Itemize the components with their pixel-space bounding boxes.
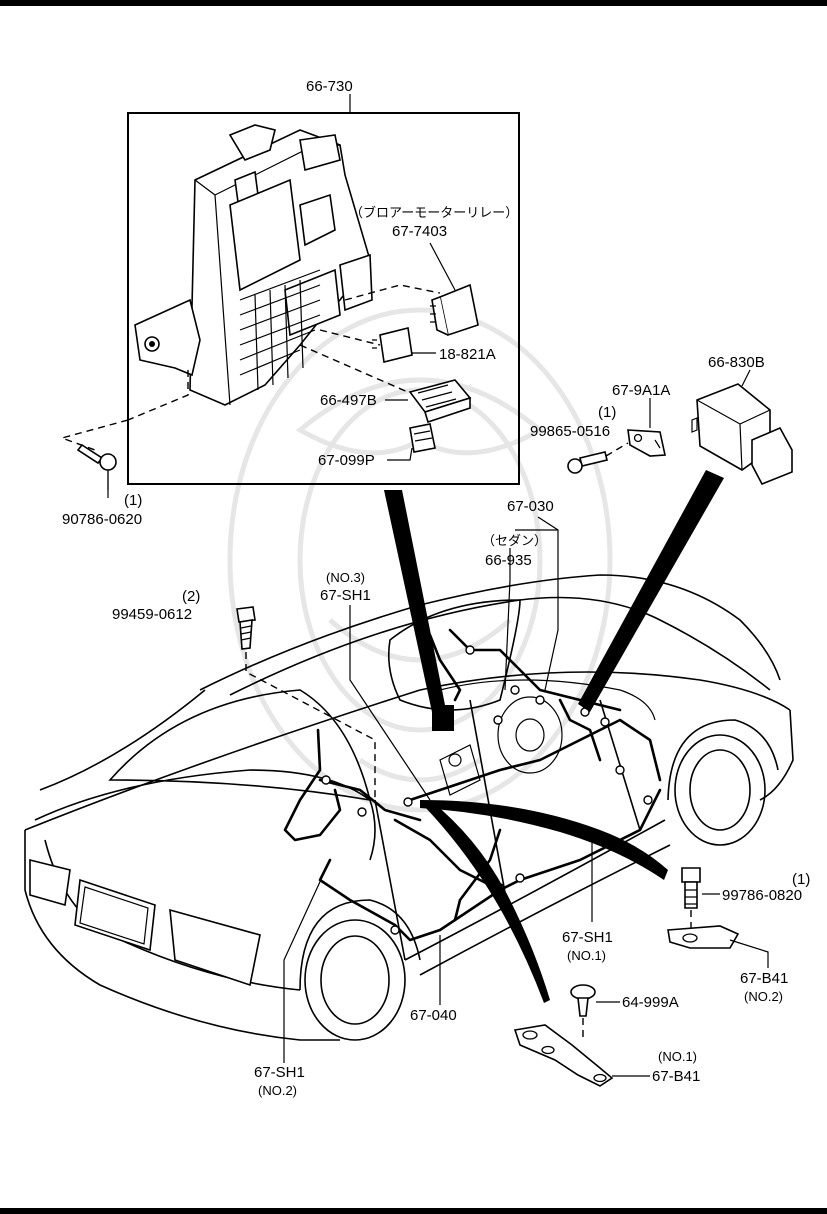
top-rule [0,0,827,6]
bottom-rule [0,1208,827,1214]
pointer-stripes [384,470,724,1003]
label-66-830B: 66-830B [708,354,765,371]
label-bolt-qty-b: (2) [182,588,200,605]
rear-wheel [299,899,421,1041]
fuse-box-body [134,124,373,406]
bracket-67-B41-no1 [513,1024,650,1087]
label-bolt-qty-a: (1) [598,404,616,421]
label-99459-0612: 99459-0612 [112,606,192,623]
label-67-B41-no1: 67-B41 [652,1068,700,1085]
label-67-099P: 67-099P [318,452,375,469]
label-bolt-qty-c: (1) [792,871,810,888]
clip-64-999A [570,984,620,1040]
connector-67-099P [387,423,436,461]
label-67-030: 67-030 [507,498,554,515]
label-66-935: 66-935 [485,552,532,569]
bracket-67-9A1A [627,398,666,457]
module-66-830B [691,369,793,486]
label-18-821A: 18-821A [439,346,496,363]
label-67-SH1-no2: 67-SH1 [254,1064,305,1081]
relay-18-821A [372,327,436,363]
label-sh1-no2-note: (NO.2) [258,1083,297,1098]
front-wheel [667,719,779,846]
label-64-999A: 64-999A [622,994,679,1011]
label-blower-relay-note: （ブロアーモーターリレー） [350,205,518,220]
label-90786-0620: 90786-0620 [62,511,142,528]
label-b41-no2-note: (NO.2) [744,989,783,1004]
label-67-B41-no2: 67-B41 [740,970,788,987]
bolt-99786-0820 [681,867,720,932]
blower-relay-67-7403 [429,242,479,337]
label-67-SH1-no3: 67-SH1 [320,587,371,604]
bolt-99459-0612 [236,606,376,800]
fuse-box-inset [127,94,520,485]
label-b41-no1-note: (NO.1) [658,1049,697,1064]
label-99786-0820: 99786-0820 [722,887,802,904]
label-sh1-no1-note: (NO.1) [567,948,606,963]
label-66-497B: 66-497B [320,392,377,409]
label-sh1-no3-note: (NO.3) [326,570,365,585]
car-body [24,574,794,1041]
label-sedan-note: （セダン） [482,533,547,548]
label-66-730: 66-730 [306,78,353,95]
label-screw-qty: (1) [124,492,142,509]
label-67-SH1-no1: 67-SH1 [562,929,613,946]
label-67-9A1A: 67-9A1A [612,382,670,399]
fuse-block-66-497B [385,379,472,424]
label-99865-0516: 99865-0516 [530,423,610,440]
bolt-99865-0516 [567,442,629,474]
label-67-7403: 67-7403 [392,223,447,240]
inset-frame [127,112,520,485]
leader-lines [107,470,593,1063]
label-67-040: 67-040 [410,1007,457,1024]
screw-90786-0620 [59,419,129,490]
watermark-emblem [227,307,613,813]
bracket-67-B41-no2 [667,925,769,968]
